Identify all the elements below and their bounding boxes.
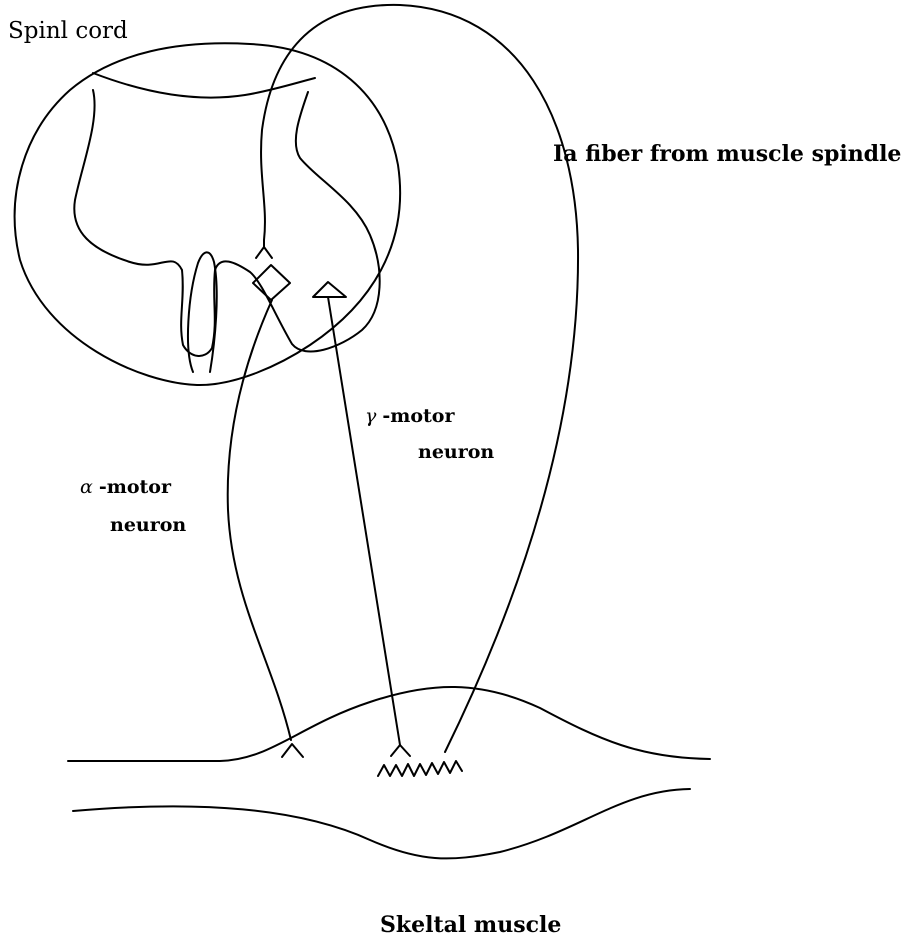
muscle-spindle-coil: [378, 761, 462, 776]
alpha-motor-text: -motor: [99, 476, 171, 498]
alpha-symbol: α: [80, 476, 93, 498]
alpha-motor-label-line1: α -motor: [80, 476, 171, 498]
ia-fiber: [261, 5, 578, 752]
gamma-symbol: γ: [365, 405, 376, 427]
muscle-lower-contour: [73, 789, 690, 858]
gamma-terminal: [391, 745, 410, 756]
skeletal-muscle-label: Skeltal muscle: [380, 912, 561, 938]
alpha-terminal: [282, 744, 303, 757]
spinal-cord-outline: [15, 43, 400, 385]
gamma-motor-text: -motor: [382, 405, 454, 427]
gamma-motor-label-line1: γ -motor: [365, 405, 454, 427]
muscle-upper-contour: [68, 687, 710, 761]
spinal-cord-label: Spinl cord: [8, 18, 128, 44]
ia-synapse-terminal: [256, 247, 272, 258]
gamma-motor-soma: [313, 282, 346, 297]
spinal-cord-dorsal-line: [93, 73, 315, 98]
ia-fiber-label: Ia fiber from muscle spindle: [553, 141, 901, 167]
grey-matter-outline: [74, 90, 379, 356]
gamma-motor-axon: [328, 297, 400, 745]
alpha-motor-label-line2: neuron: [110, 514, 186, 536]
gamma-motor-label-line2: neuron: [418, 441, 494, 463]
alpha-motor-axon: [228, 300, 291, 740]
